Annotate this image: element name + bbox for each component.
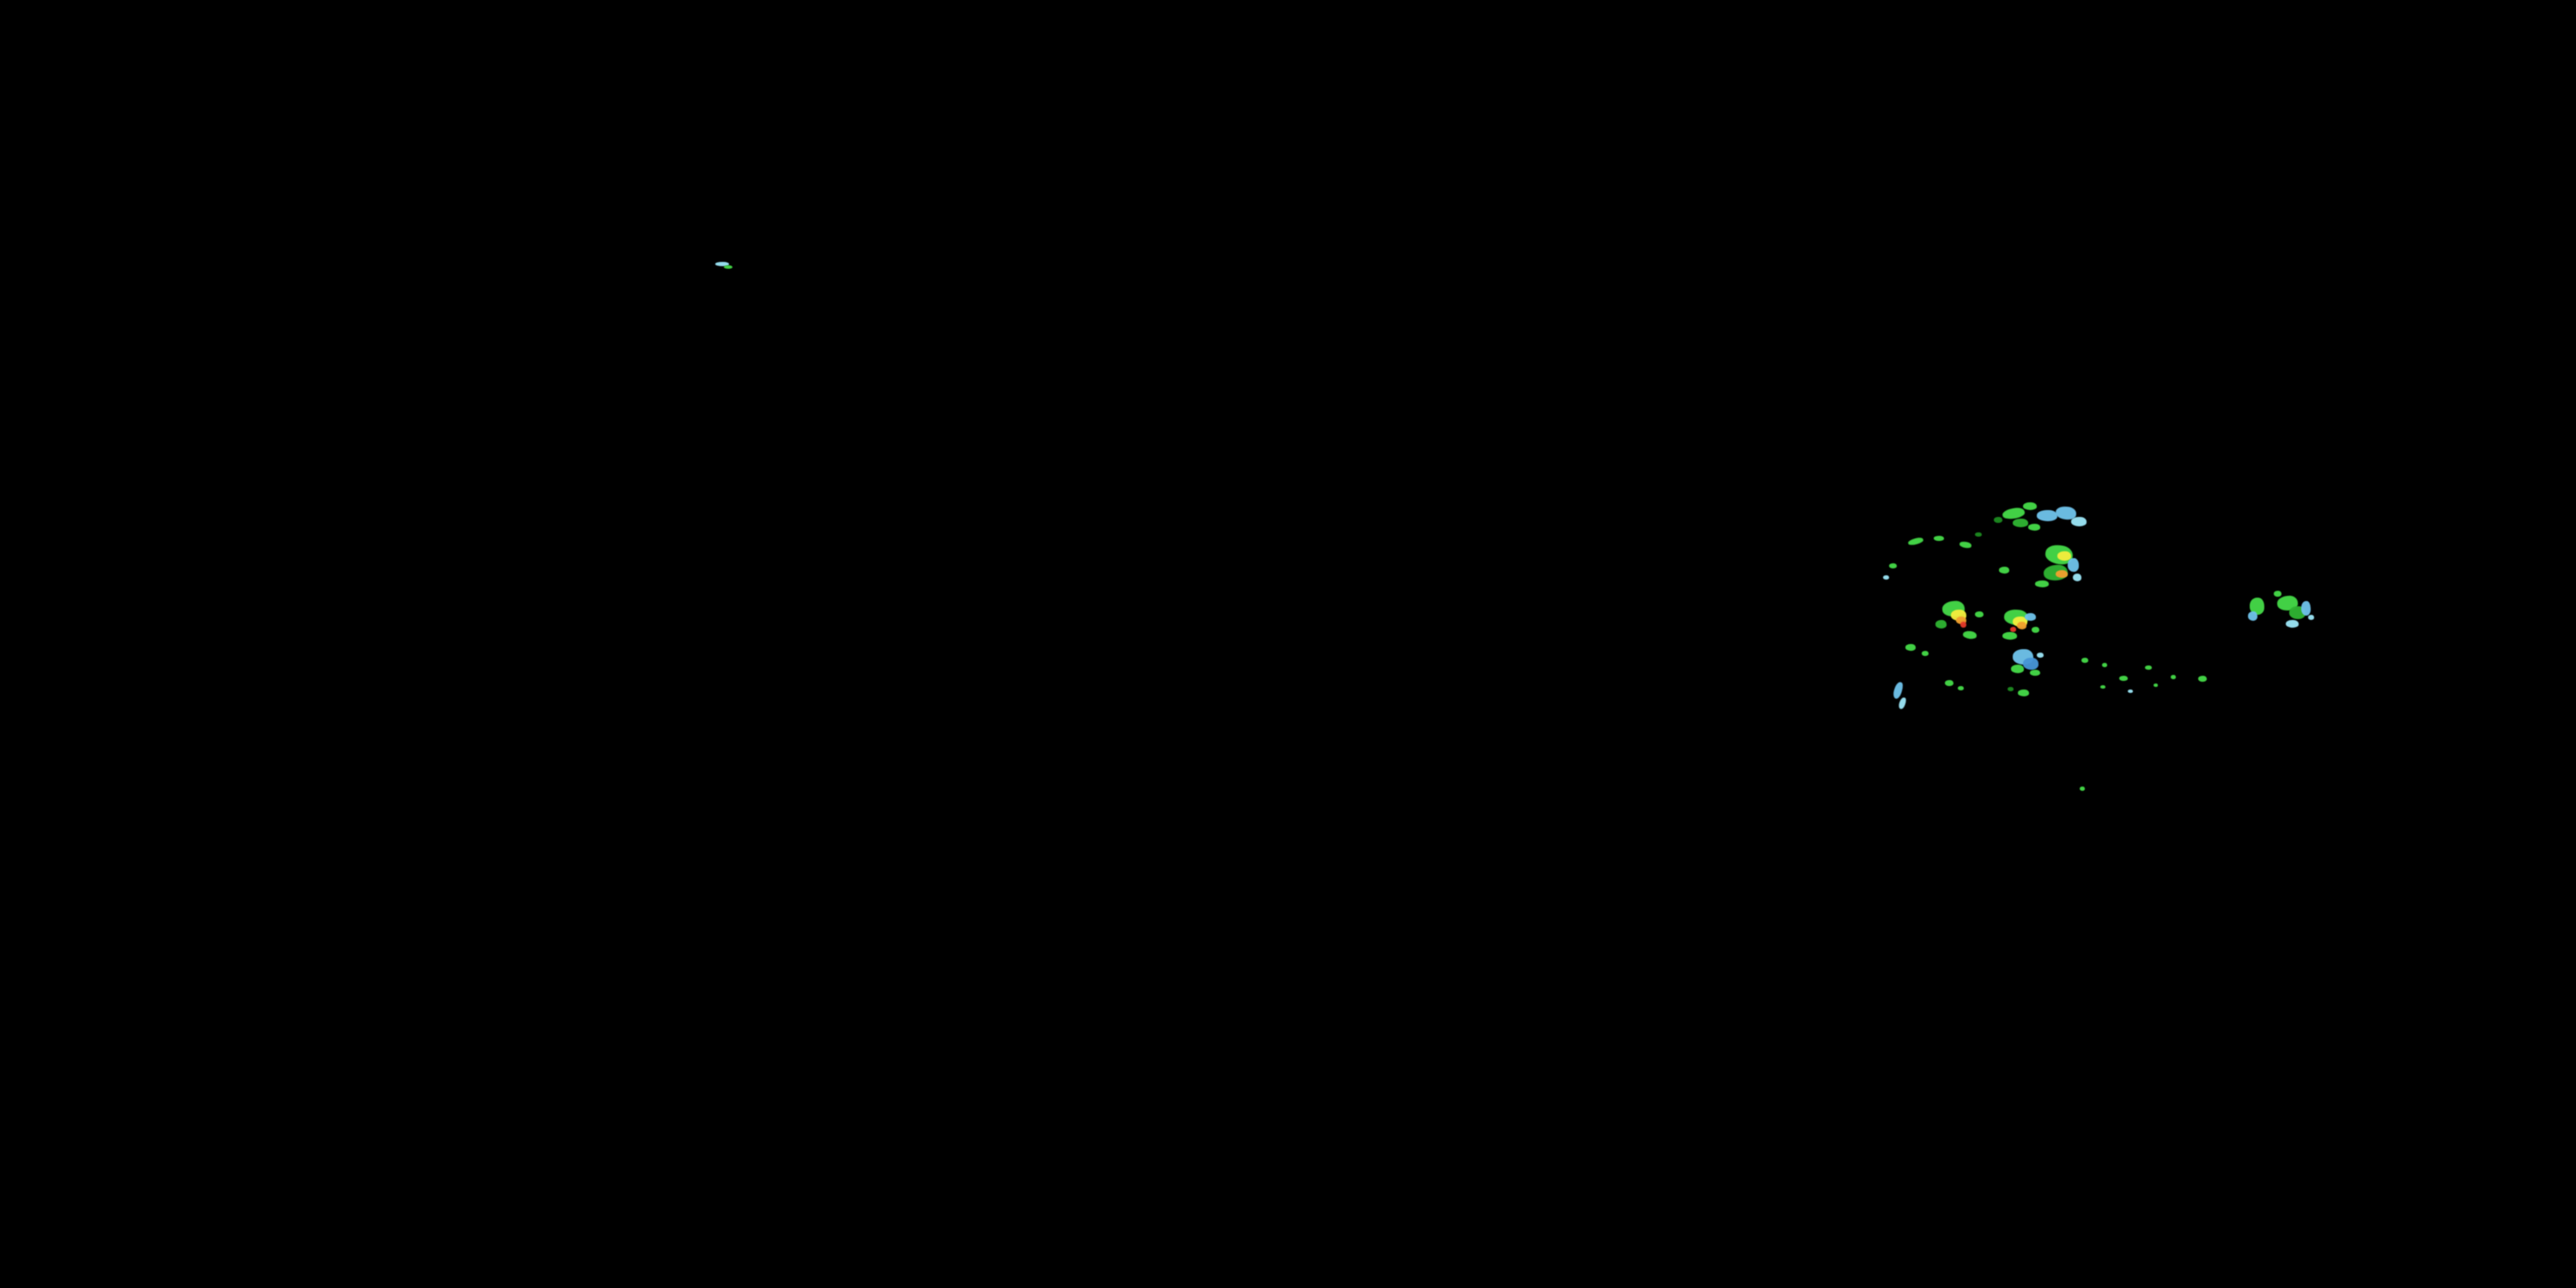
radar-echo [2071,517,2087,526]
radar-echo [2010,627,2016,632]
radar-echo [1975,532,1982,537]
radar-echo [2102,663,2107,667]
radar-echo [2025,613,2036,621]
radar-echo [2250,598,2264,615]
radar-echo [1907,536,1924,547]
radar-echo [2018,690,2029,696]
radar-echo [2030,670,2040,676]
radar-echo [2023,502,2037,510]
radar-echo [1935,620,1947,629]
radar-echo [2145,665,2152,670]
radar-echo [1994,517,2002,523]
radar-echo [2008,687,2014,691]
radar-echo [2032,627,2039,633]
radar-echo [2028,524,2040,531]
radar-echo [1922,651,1929,656]
radar-echo [2308,615,2314,620]
radar-echo [724,265,732,269]
radar-echo [2171,675,2176,679]
radar-echo [2080,787,2085,791]
radar-echo [1889,563,1897,568]
radar-echo [2301,601,2311,616]
radar-echo [1975,611,1984,617]
radar-echo [2100,685,2105,689]
radar-echo [2056,570,2068,578]
radar-echo [2011,665,2024,673]
radar-echo [1883,575,1889,580]
radar-echo [1958,686,1964,690]
radar-echo [1945,680,1953,686]
radar-echo [2068,558,2079,572]
radar-echo [2037,510,2057,521]
radar-echo [2198,676,2207,682]
radar-echo [2013,519,2028,527]
radar-echo [1956,617,1966,624]
radar-echo [2154,683,2158,687]
radar-echo [2035,580,2049,587]
radar-echo [2023,658,2038,670]
radar-echo [2073,574,2081,581]
radar-echo [2119,676,2128,681]
radar-echo [1897,696,1908,710]
radar-echo [2248,611,2257,621]
radar-echo [2081,658,2088,663]
radar-echo [1999,567,2009,574]
radar-echo [2128,690,2133,693]
radar-echo [2286,620,2299,628]
radar-echo [1960,622,1966,628]
radar-echo [2017,622,2026,629]
radar-echo [1905,644,1916,651]
radar-echo [2057,551,2071,561]
radar-echo [1959,540,1972,550]
radar-echo [715,262,729,266]
radar-echo [2002,632,2017,640]
radar-echo [1962,630,1978,640]
radar-echo [2037,653,2044,658]
radar-echo [2274,591,2281,597]
radar-echo [1934,536,1944,541]
